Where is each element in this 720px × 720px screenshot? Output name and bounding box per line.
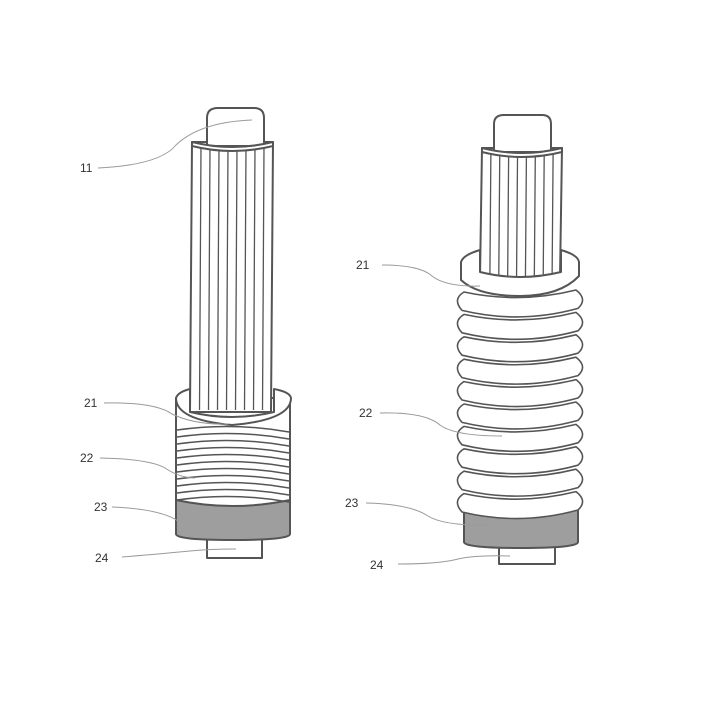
winding-line <box>176 432 290 440</box>
fiber-line <box>216 145 220 411</box>
fiber-line <box>252 145 256 411</box>
left-winding-lines <box>176 425 290 503</box>
right-assembly: 21 22 23 24 <box>345 114 584 572</box>
coil-turn <box>456 446 584 475</box>
winding-line <box>176 481 290 489</box>
leader-left-21 <box>103 402 229 425</box>
leader-left-22 <box>99 457 196 479</box>
right-coils <box>456 289 584 520</box>
winding-line <box>176 460 290 468</box>
leader-right-23 <box>365 502 491 526</box>
left-assembly: 11 21 22 23 24 <box>80 107 292 565</box>
leader-right-24 <box>397 555 511 565</box>
leader-left-24 <box>121 548 237 558</box>
label-left-22: 22 <box>80 451 94 465</box>
leader-left-23 <box>111 506 179 522</box>
winding-line <box>176 425 290 433</box>
winding-line <box>176 488 290 496</box>
leader-left-11 <box>97 119 253 169</box>
left-core-top <box>191 141 274 152</box>
left-sleeve-body <box>175 397 291 507</box>
fiber-line <box>198 145 202 411</box>
right-fiber-lines <box>489 151 554 277</box>
coil-turn <box>456 356 584 385</box>
coil-turn <box>456 311 584 341</box>
fiber-line <box>207 145 211 411</box>
right-core-fibers <box>479 147 563 279</box>
coil-turn <box>456 401 584 430</box>
label-left-21: 21 <box>84 396 98 410</box>
left-band <box>175 499 291 542</box>
fiber-line <box>498 151 501 277</box>
label-left-24: 24 <box>95 551 109 565</box>
fiber-line <box>234 145 238 411</box>
coil-turn <box>456 423 584 453</box>
label-left-23: 23 <box>94 500 108 514</box>
fiber-line <box>533 151 536 277</box>
winding-line <box>176 467 290 475</box>
label-left-11: 11 <box>80 161 93 175</box>
winding-line <box>176 495 290 503</box>
right-core-cap <box>493 114 552 153</box>
right-band <box>463 509 579 550</box>
left-core-cap <box>206 107 265 147</box>
left-core-fibers <box>189 141 274 413</box>
coil-turn <box>456 289 584 318</box>
winding-line <box>176 453 290 461</box>
fiber-line <box>515 151 519 277</box>
fiber-line <box>261 145 265 411</box>
label-right-21: 21 <box>356 258 370 272</box>
fiber-line <box>524 151 528 277</box>
coil-turn <box>456 378 584 408</box>
fiber-line <box>225 145 229 411</box>
coil-turn <box>456 490 584 520</box>
label-right-23: 23 <box>345 496 359 510</box>
right-core-top <box>481 147 563 158</box>
coil-turn <box>456 468 584 497</box>
right-sleeve-collar <box>460 249 580 297</box>
leader-right-22 <box>379 412 503 437</box>
fiber-line <box>551 151 554 277</box>
fiber-line <box>507 151 510 277</box>
fiber-line <box>489 151 492 277</box>
label-right-24: 24 <box>370 558 384 572</box>
left-fiber-lines <box>198 145 265 411</box>
coil-turn <box>456 334 584 363</box>
fiber-line <box>243 145 247 411</box>
leader-right-21 <box>381 264 481 287</box>
winding-line <box>176 439 290 447</box>
fiber-line <box>542 151 545 277</box>
label-right-22: 22 <box>359 406 373 420</box>
winding-line <box>176 446 290 454</box>
